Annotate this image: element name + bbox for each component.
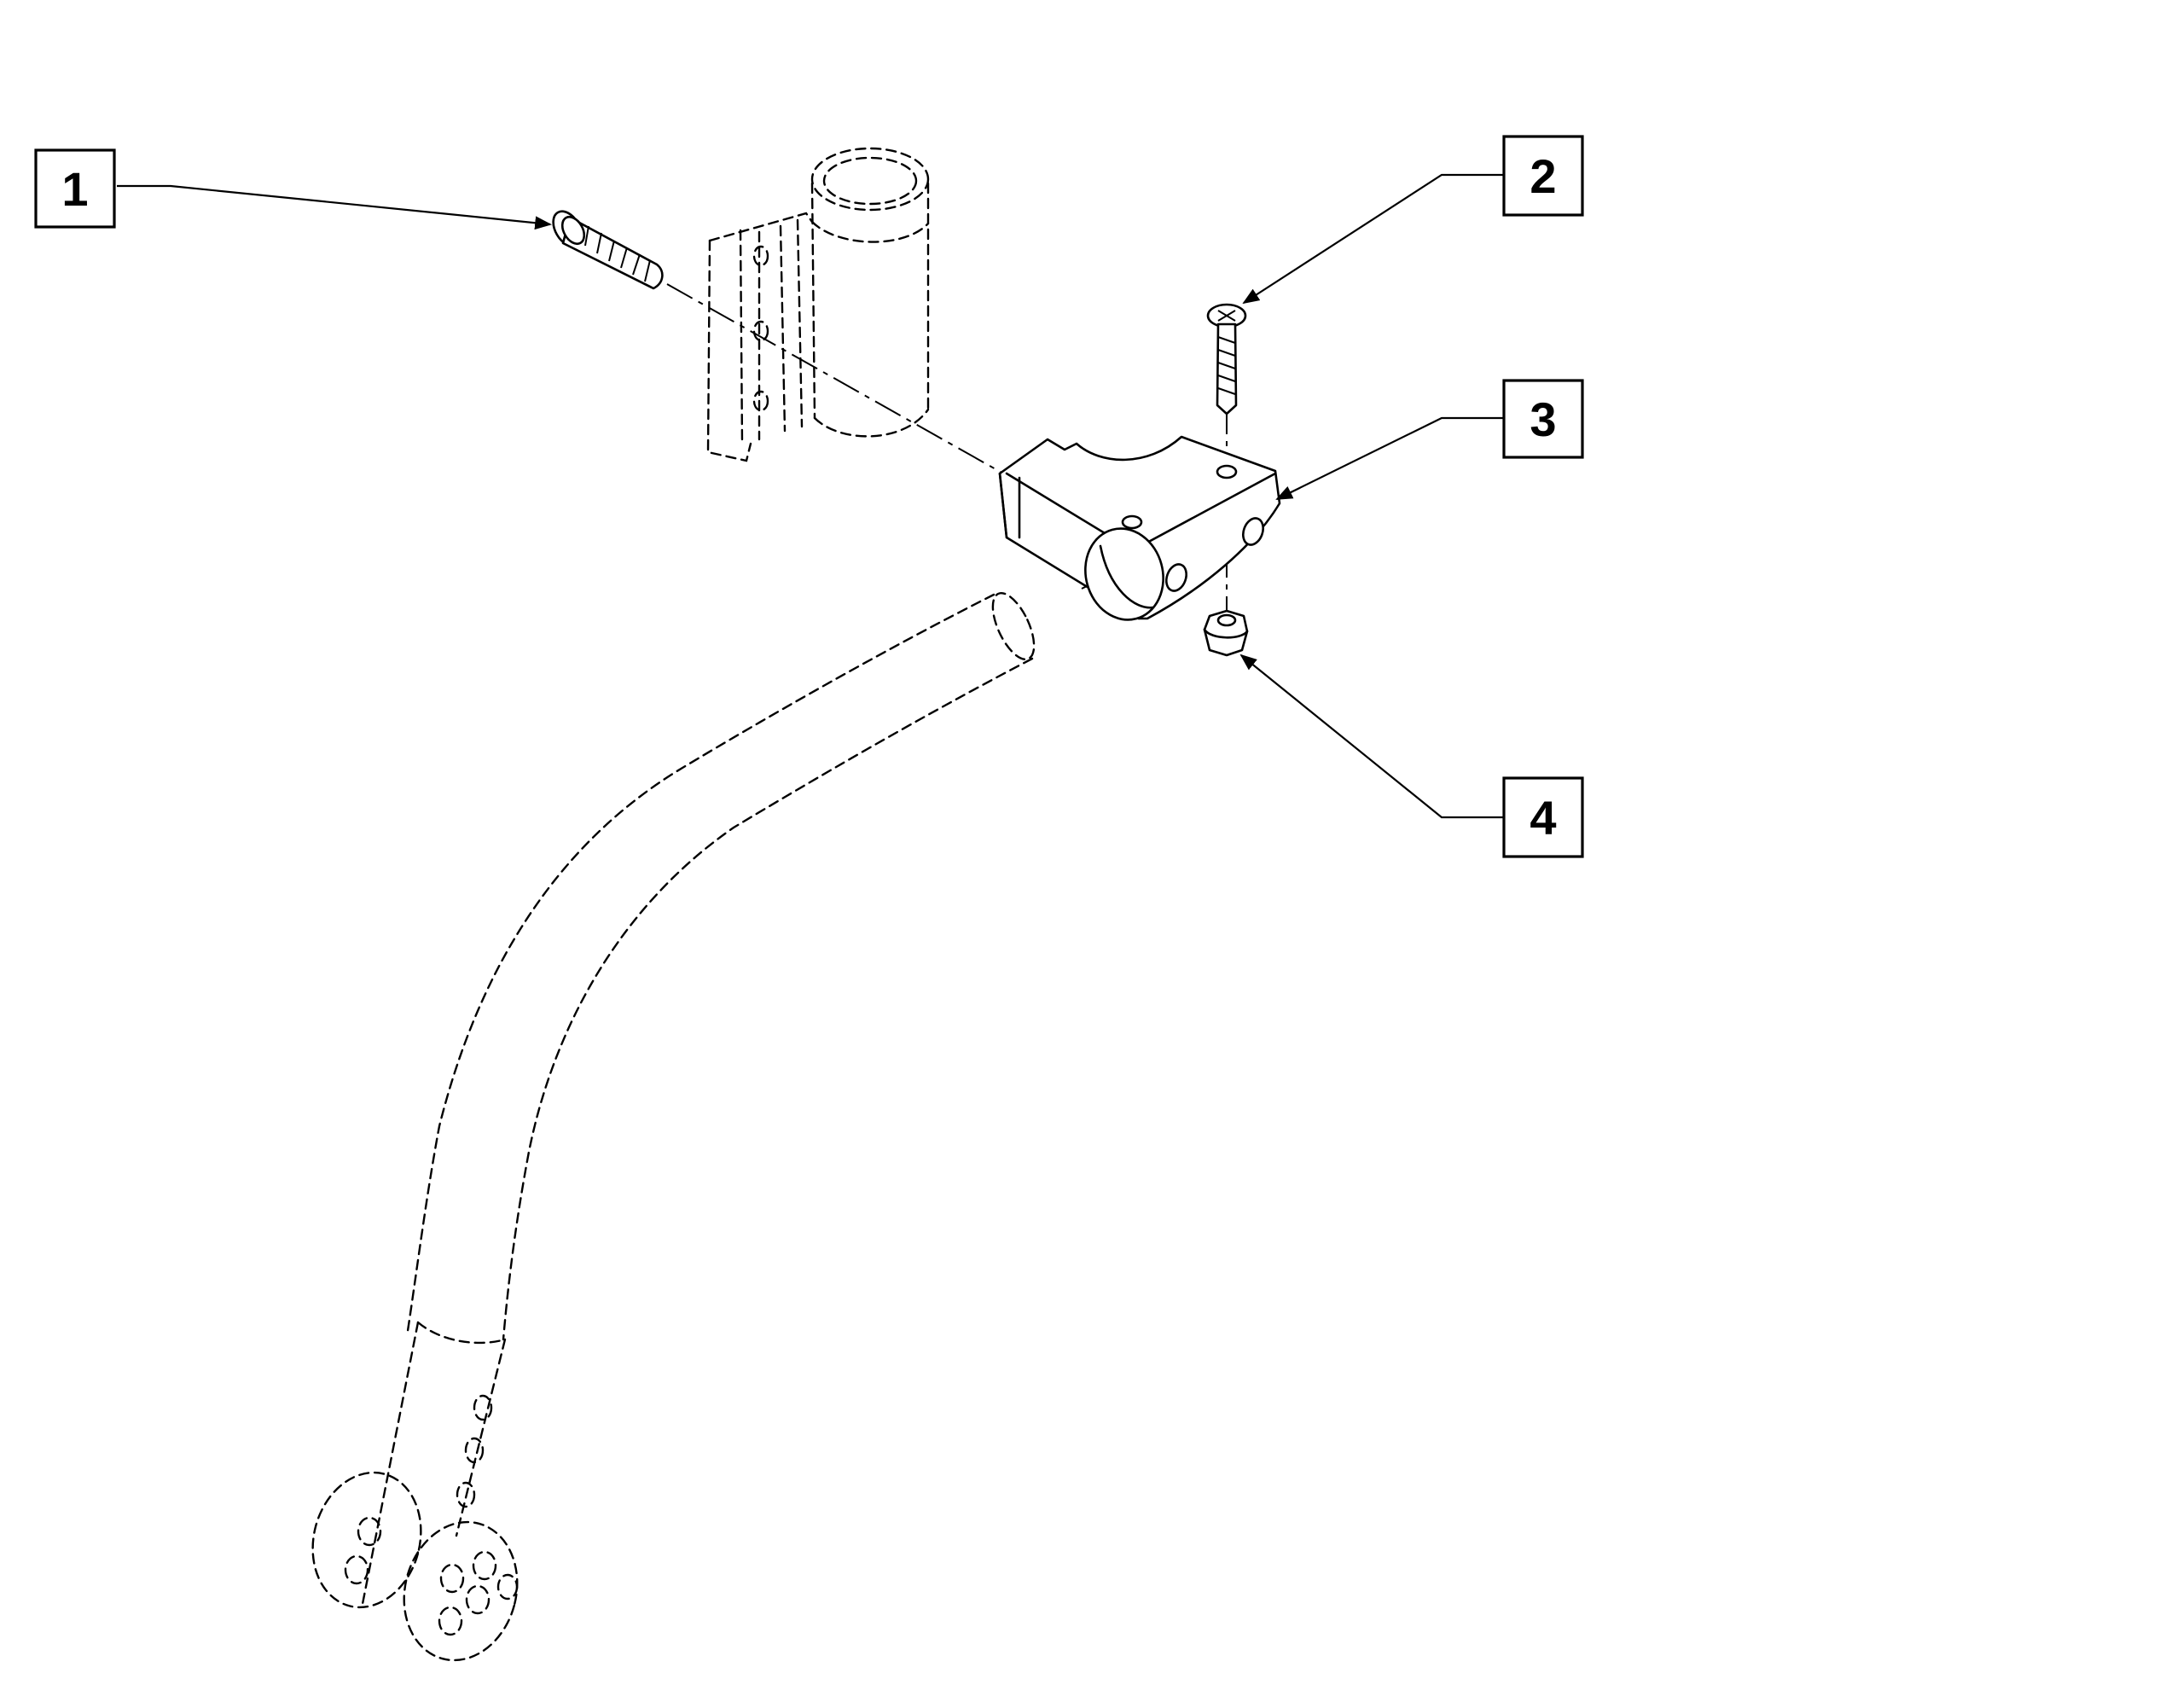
callout-2: 2 (1502, 135, 1584, 217)
callout-3: 3 (1502, 379, 1584, 459)
phantom-axle-housing (311, 1321, 519, 1662)
clamp-block (998, 435, 1281, 621)
callout-1-label: 1 (61, 162, 88, 216)
phantom-frame-tube (406, 591, 1036, 1341)
callout-2-label: 2 (1530, 149, 1556, 203)
callout-1: 1 (34, 148, 116, 229)
screw (1206, 303, 1247, 415)
bolt (552, 210, 664, 290)
nut (1203, 609, 1249, 657)
callout-4-label: 4 (1530, 791, 1556, 845)
callout-4: 4 (1502, 776, 1584, 858)
phantom-socket (706, 147, 930, 462)
callout-3-label: 3 (1530, 392, 1556, 446)
leader-lines (117, 173, 1504, 819)
